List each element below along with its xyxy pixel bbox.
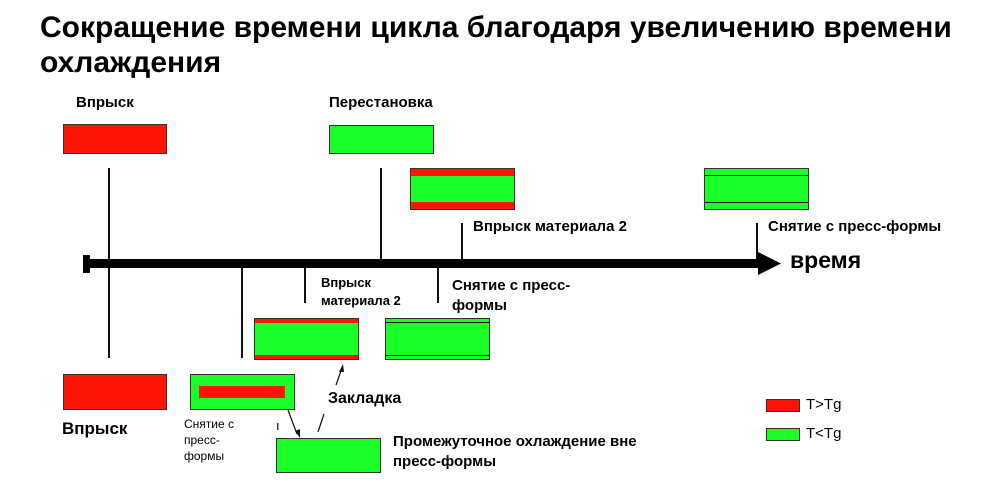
intermediate-cooling-box xyxy=(276,438,381,473)
bottom-demold-small-box xyxy=(190,374,295,410)
top-demold-label: Снятие с пресс-формы xyxy=(768,218,942,235)
legend-swatch-cold xyxy=(766,428,800,441)
stray-mark: ı xyxy=(276,418,280,433)
bottom-injection-label: Впрыск xyxy=(62,419,128,438)
inner-hot-core xyxy=(199,386,285,398)
top-injection2-label: Впрыск материала 2 xyxy=(473,218,627,235)
top-injection-box xyxy=(63,124,167,154)
top-injection2-box xyxy=(410,168,515,210)
insert-label: Закладка xyxy=(328,390,402,407)
arrow-line xyxy=(317,413,325,433)
axis-label: время xyxy=(790,247,862,273)
arrowhead-icon xyxy=(339,364,344,372)
arrow-line xyxy=(287,409,298,435)
bottom-injection2-label: Впрыск материала 2 xyxy=(321,275,401,308)
legend-label-cold: T<Tg xyxy=(806,425,842,442)
bottom-demold-label: Снятие с пресс-формы xyxy=(452,277,571,314)
time-axis xyxy=(86,259,761,268)
legend-label-hot: T>Tg xyxy=(806,396,842,413)
rotation-box xyxy=(329,125,434,154)
bottom-injection2-box xyxy=(254,318,359,360)
intermediate-cooling-label: Промежуточное охлаждение вне пресс-формы xyxy=(393,433,637,470)
bottom-demold-box xyxy=(385,318,490,360)
top-demold-box xyxy=(704,168,809,210)
bottom-demold-small-label: Снятие с пресс-формы xyxy=(184,417,234,463)
slide-title: Сокращение времени цикла благодаря увели… xyxy=(40,11,952,79)
axis-arrow-icon xyxy=(758,252,781,275)
legend-swatch-hot xyxy=(766,399,800,412)
bottom-injection-box xyxy=(63,374,167,410)
arrowhead-icon xyxy=(295,429,300,438)
rotation-label: Перестановка xyxy=(329,94,433,111)
top-injection-label: Впрыск xyxy=(76,94,134,111)
